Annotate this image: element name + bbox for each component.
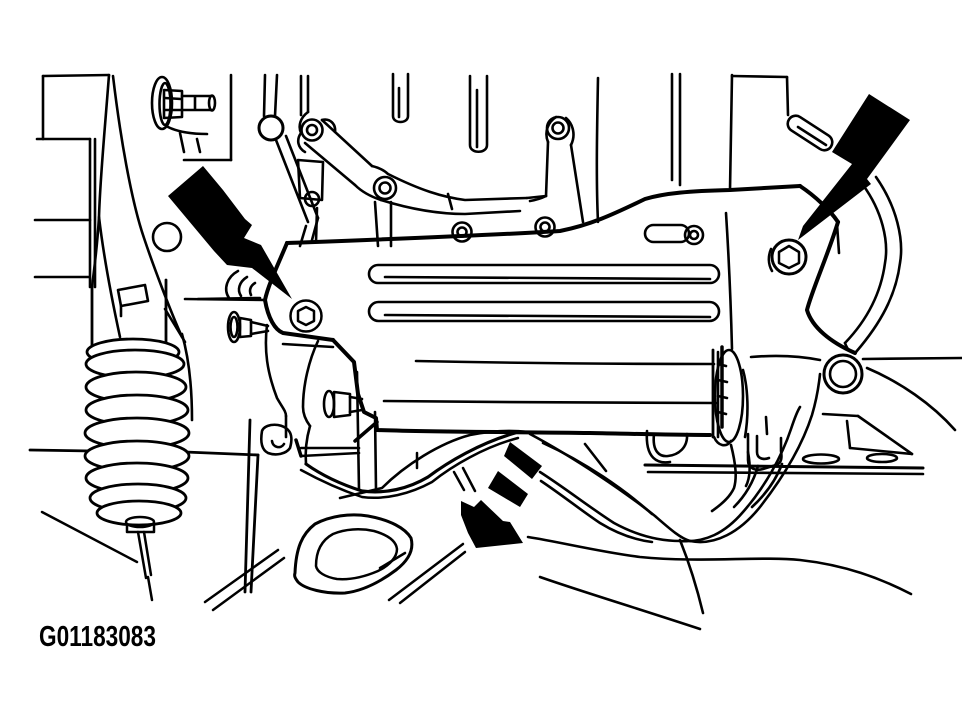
svg-text:G01183083: G01183083 [39,619,156,652]
